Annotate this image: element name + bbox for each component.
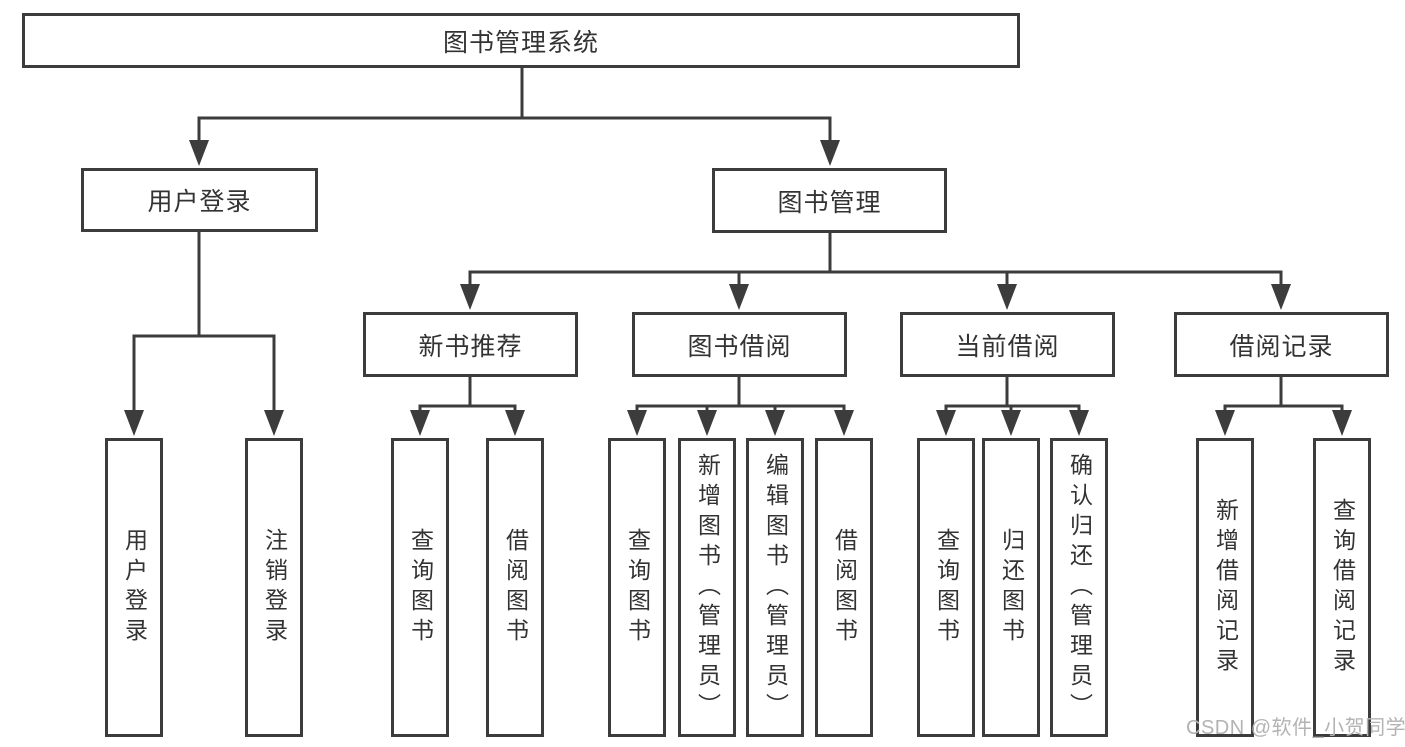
node-add-books-admin: 新增图书（管理员） xyxy=(678,438,736,737)
arrow-down-icon xyxy=(834,410,854,436)
node-confirm-return-admin: 确认归还（管理员） xyxy=(1050,438,1108,737)
node-add-books-admin-label: 新增图书（管理员） xyxy=(694,452,721,723)
arrow-down-icon xyxy=(189,140,209,166)
node-library-system-label: 图书管理系统 xyxy=(442,28,599,57)
node-borrow-books-leaf: 借阅图书 xyxy=(815,438,873,737)
node-return-books-label: 归还图书 xyxy=(998,527,1025,648)
node-user-login-label: 用户登录 xyxy=(147,188,252,216)
connector-paths xyxy=(132,66,1344,413)
node-new-book-recommendation-label: 新书推荐 xyxy=(418,332,523,361)
arrow-down-icon xyxy=(1001,410,1021,436)
node-current-borrowing-label: 当前借阅 xyxy=(955,332,1060,361)
arrow-down-icon xyxy=(820,140,840,166)
node-add-borrow-record: 新增借阅记录 xyxy=(1196,438,1254,737)
node-book-management: 图书管理 xyxy=(712,168,947,233)
arrowheads xyxy=(124,140,1352,436)
node-logout: 注销登录 xyxy=(245,438,303,737)
node-query-books-current-label: 查询图书 xyxy=(933,527,960,648)
node-book-borrowing-label: 图书借阅 xyxy=(687,332,792,361)
node-query-borrow-record-label: 查询借阅记录 xyxy=(1329,497,1356,678)
node-user-login-leaf-label: 用户登录 xyxy=(121,527,148,648)
node-return-books: 归还图书 xyxy=(982,438,1040,737)
node-user-login: 用户登录 xyxy=(81,168,318,232)
arrow-down-icon xyxy=(627,410,647,436)
arrow-down-icon xyxy=(697,410,717,436)
node-edit-books-admin-label: 编辑图书（管理员） xyxy=(762,452,789,723)
node-query-books-recommend-label: 查询图书 xyxy=(407,527,434,648)
node-borrowing-records-label: 借阅记录 xyxy=(1229,332,1334,361)
node-book-borrowing: 图书借阅 xyxy=(632,312,847,377)
node-current-borrowing: 当前借阅 xyxy=(900,312,1115,377)
arrow-down-icon xyxy=(1271,284,1291,310)
node-add-borrow-record-label: 新增借阅记录 xyxy=(1212,497,1239,678)
arrow-down-icon xyxy=(1215,410,1235,436)
node-query-borrow-record: 查询借阅记录 xyxy=(1313,438,1371,737)
node-query-books-current: 查询图书 xyxy=(917,438,975,737)
node-edit-books-admin: 编辑图书（管理员） xyxy=(746,438,804,737)
arrow-down-icon xyxy=(936,410,956,436)
arrow-down-icon xyxy=(264,410,284,436)
node-query-books-borrowing: 查询图书 xyxy=(608,438,666,737)
arrow-down-icon xyxy=(729,284,749,310)
node-confirm-return-admin-label: 确认归还（管理员） xyxy=(1066,452,1093,723)
node-logout-label: 注销登录 xyxy=(261,527,288,648)
arrow-down-icon xyxy=(997,284,1017,310)
csdn-watermark: CSDN @软件_小贺同学 xyxy=(1186,717,1405,739)
arrow-down-icon xyxy=(505,410,525,436)
node-book-management-label: 图书管理 xyxy=(777,188,882,217)
arrow-down-icon xyxy=(765,410,785,436)
node-new-book-recommendation: 新书推荐 xyxy=(363,312,578,377)
node-borrow-books-recommend: 借阅图书 xyxy=(486,438,544,737)
node-query-books-borrowing-label: 查询图书 xyxy=(624,527,651,648)
node-borrow-books-recommend-label: 借阅图书 xyxy=(502,527,529,648)
arrow-down-icon xyxy=(460,284,480,310)
arrow-down-icon xyxy=(1069,410,1089,436)
node-query-books-recommend: 查询图书 xyxy=(391,438,449,737)
arrow-down-icon xyxy=(124,410,144,436)
arrow-down-icon xyxy=(1332,410,1352,436)
node-borrowing-records: 借阅记录 xyxy=(1174,312,1389,377)
node-borrow-books-leaf-label: 借阅图书 xyxy=(831,527,858,648)
node-user-login-leaf: 用户登录 xyxy=(105,438,163,737)
arrow-down-icon xyxy=(410,410,430,436)
node-library-system: 图书管理系统 xyxy=(22,13,1020,68)
